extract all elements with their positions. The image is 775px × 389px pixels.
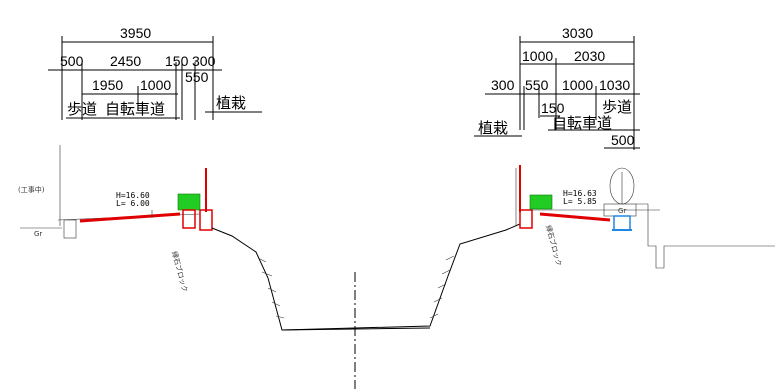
- left-label-sidewalk: 歩道: [67, 100, 97, 118]
- left-dim-300: 300: [192, 53, 216, 69]
- right-slope-hatch: [429, 255, 455, 319]
- right-dim-3030: 3030: [562, 25, 593, 41]
- right-label-bike-lane: 自転車道: [552, 114, 612, 132]
- left-dim-1950: 1950: [92, 77, 123, 93]
- left-red-curb: [182, 209, 196, 229]
- right-note-block: 縁石ブロック: [544, 224, 564, 267]
- left-note-gr: Gr: [34, 230, 42, 238]
- right-dim-1030: 1030: [599, 77, 630, 93]
- right-planter-box: [529, 194, 553, 210]
- right-note-h: H=16.63: [563, 189, 597, 198]
- right-label-planting: 植栽: [478, 119, 508, 137]
- right-dim-1000b: 1000: [562, 77, 593, 93]
- left-dim-500: 500: [60, 53, 84, 69]
- left-note-construction: (工事中): [18, 185, 45, 194]
- left-label-planting: 植栽: [216, 94, 246, 112]
- right-road-section: H=16.63 L= 5.85 Gr 縁石ブロック: [515, 165, 775, 269]
- right-dimension-block: 3030 1000 2030 300 550 1000 1030 150 500…: [474, 25, 640, 150]
- right-dim-150: 150: [541, 100, 565, 116]
- left-post: [63, 219, 77, 239]
- right-note-l: L= 5.85: [563, 197, 597, 206]
- left-red-pavement: [79, 212, 181, 223]
- left-red-curb-b: [199, 209, 213, 231]
- left-slope-hatch: [257, 257, 285, 319]
- left-dim-150: 150: [165, 53, 189, 69]
- right-red-pavement: [539, 212, 611, 222]
- left-label-bike-lane: 自転車道: [105, 100, 165, 118]
- left-dimension-block: 3950 500 2450 150 300 1950 1000 550 歩道 自…: [48, 25, 262, 120]
- right-dim-550: 550: [525, 77, 549, 93]
- right-dim-2030: 2030: [574, 48, 605, 64]
- left-note-block: 縁石ブロック: [170, 250, 190, 293]
- left-note-l: L= 6.00: [116, 199, 150, 208]
- right-label-sidewalk: 歩道: [602, 98, 632, 116]
- right-drain-box: [613, 215, 631, 231]
- right-dim-300: 300: [491, 77, 515, 93]
- right-red-curb: [519, 209, 533, 229]
- right-dim-1000: 1000: [522, 48, 553, 64]
- right-dim-500: 500: [611, 132, 635, 148]
- left-note-h: H=16.60: [116, 191, 150, 200]
- channel-section: [211, 223, 521, 389]
- left-planter-box: [177, 193, 201, 211]
- channel-bed: [281, 327, 431, 331]
- right-ground-profile: [636, 203, 775, 269]
- channel-profile: [211, 223, 521, 331]
- left-dim-1000: 1000: [140, 77, 171, 93]
- left-dim-3950: 3950: [120, 25, 151, 41]
- left-dim-2450: 2450: [110, 53, 141, 69]
- left-dim-550: 550: [185, 69, 209, 85]
- right-note-gr: Gr: [618, 207, 626, 215]
- left-road-section: (工事中) Gr H=16.60 L= 6.00 縁石ブロック: [18, 145, 213, 293]
